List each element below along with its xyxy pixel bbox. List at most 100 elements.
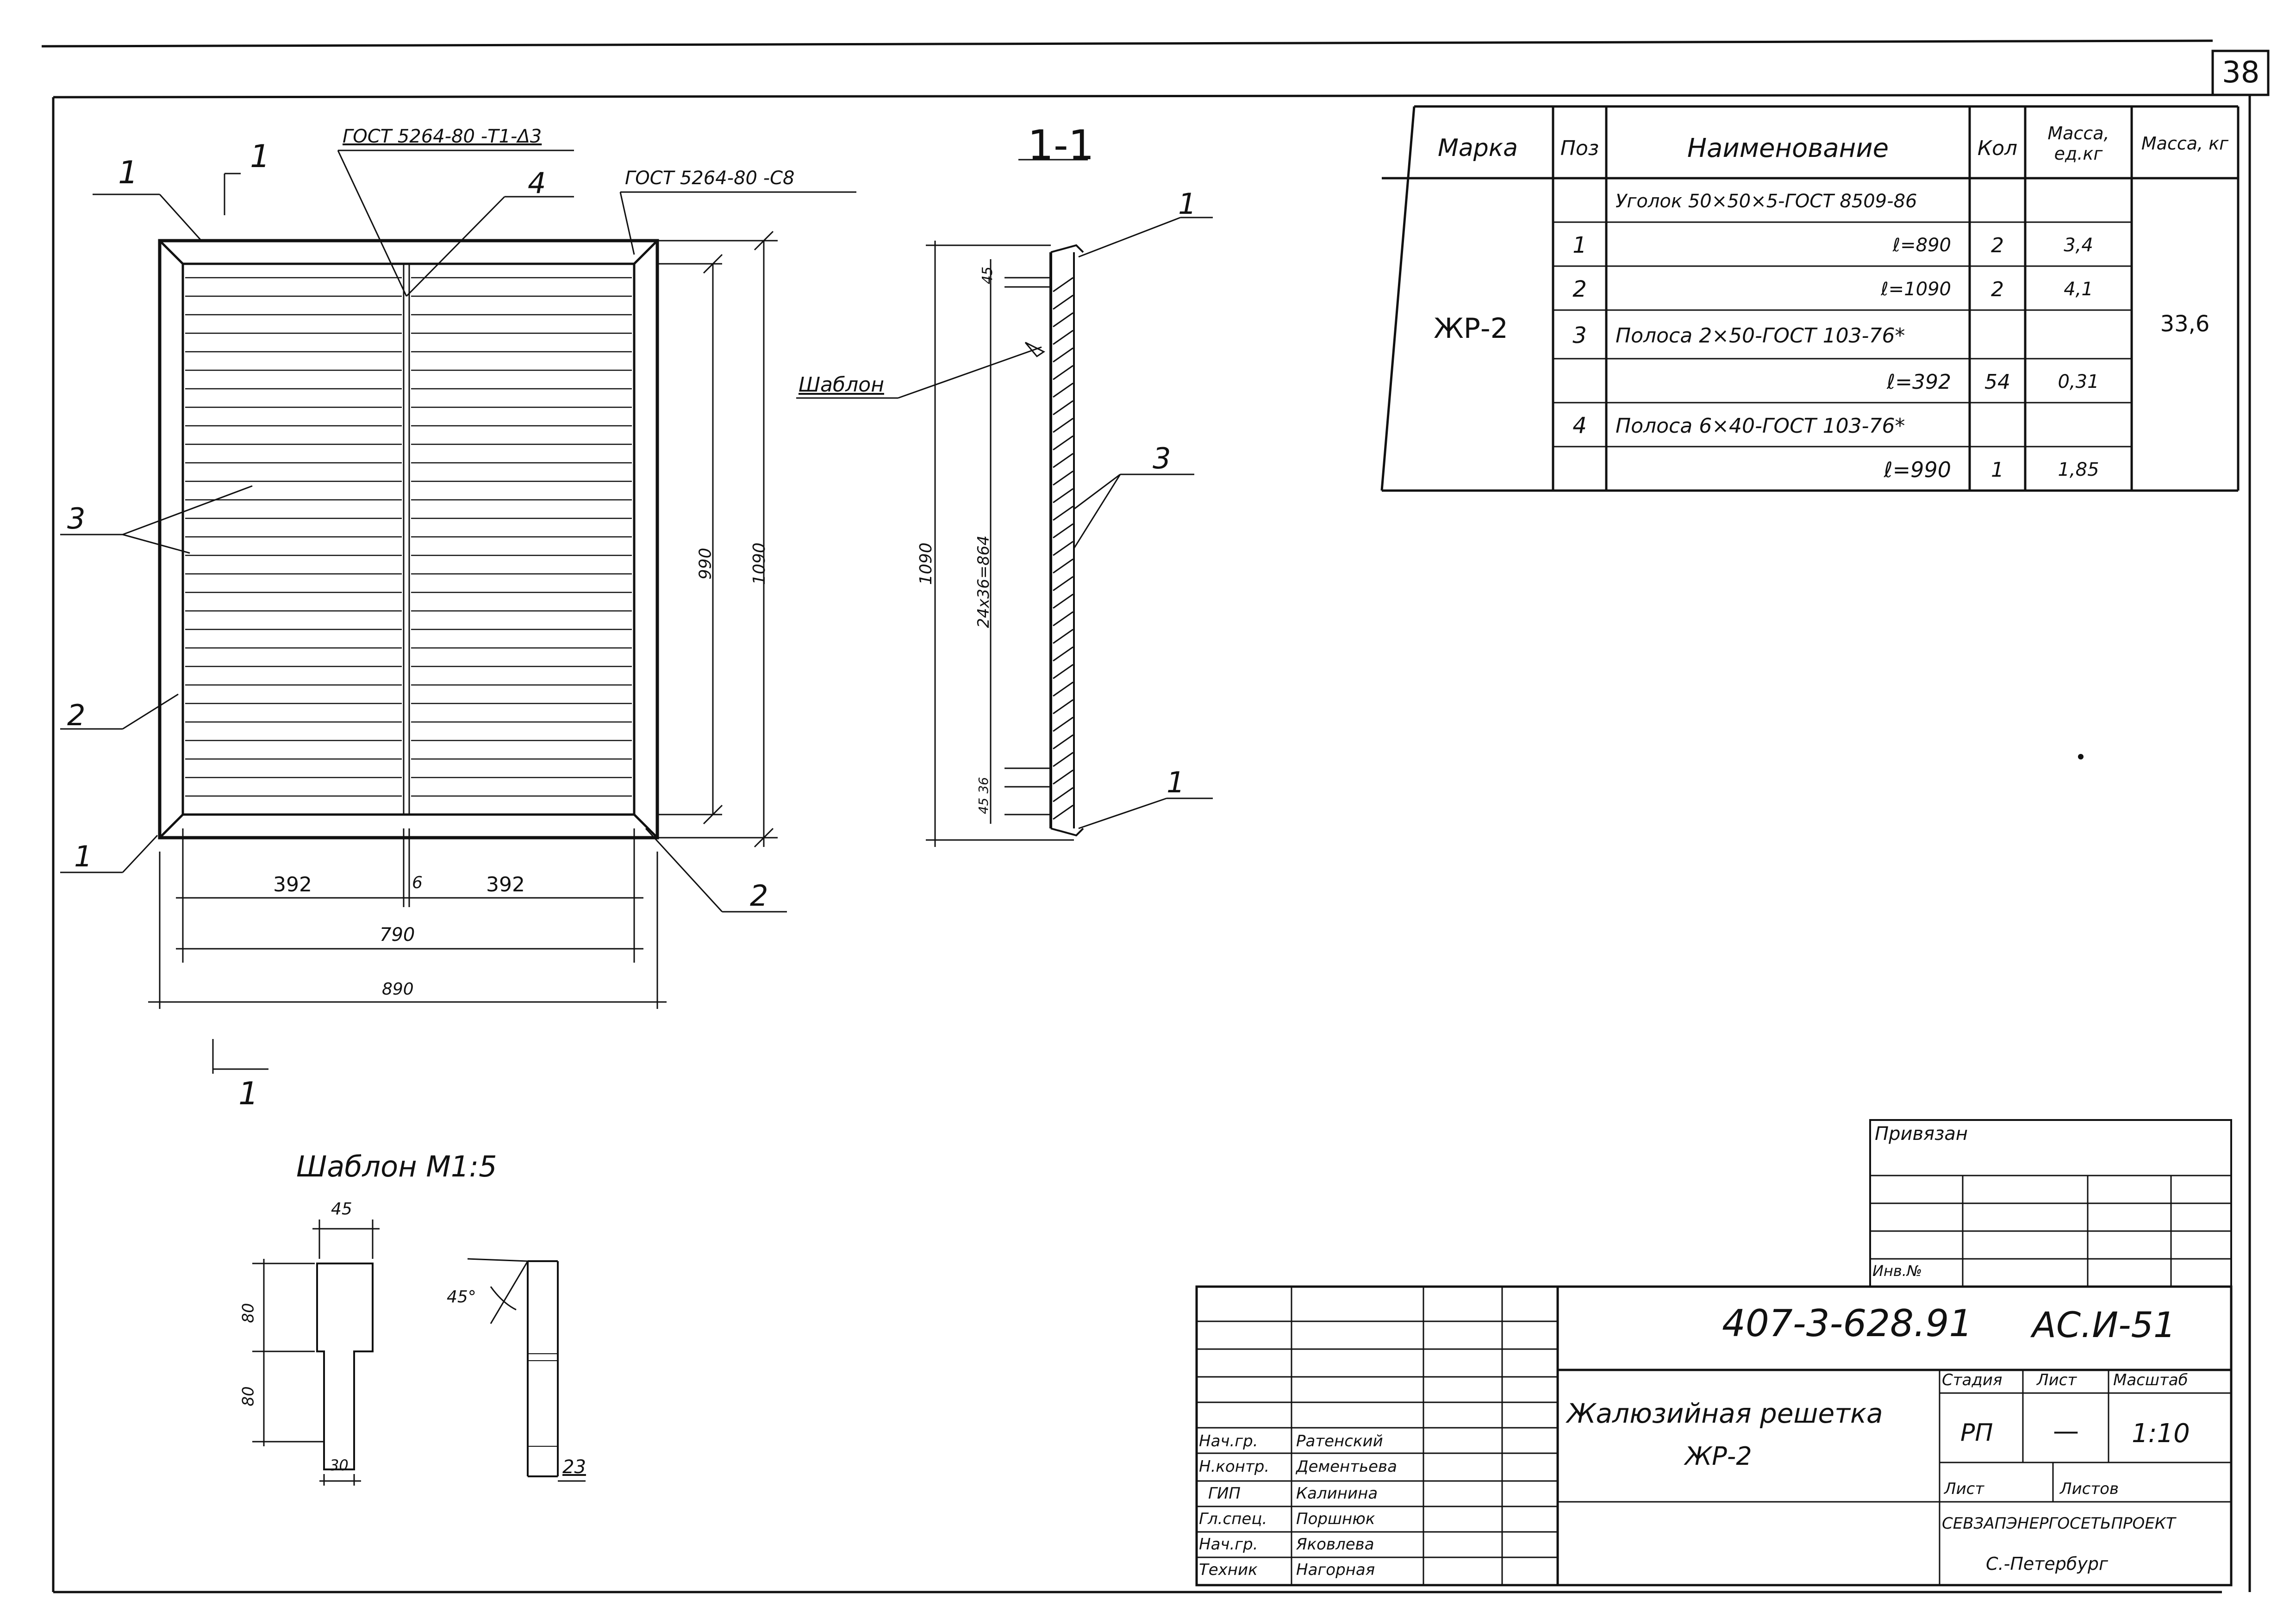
tb-title-line2: ЖР-2 (1685, 1442, 1752, 1471)
hatch-line (1053, 417, 1073, 433)
tb-privyazan: Привязан (1875, 1123, 1968, 1145)
section-template-label: Шаблон (799, 373, 884, 397)
spec-row-name: ℓ=990 (1884, 457, 1951, 482)
signature-role: Техник (1199, 1561, 1258, 1579)
hatch-line (1053, 681, 1073, 697)
hatch-line (1053, 294, 1073, 310)
sheet-number: 38 (2222, 56, 2260, 90)
spec-row-qty: 1 (1991, 458, 2004, 482)
hatch-line (1053, 312, 1073, 328)
spec-header-unit-mass: Масса, ед.кг (2047, 123, 2109, 164)
template-drawing (252, 1220, 586, 1486)
section-dim-bottom: 45 36 (976, 777, 992, 815)
spec-total-mass: 33,6 (2160, 311, 2210, 337)
plan-callout-pos1-bottom: 1 (74, 840, 93, 873)
tb-org: СЕВЗАПЭНЕРГОСЕТЬПРОЕКТ (1942, 1514, 2176, 1533)
spec-table-grid (1380, 105, 2240, 492)
spec-row-pos: 1 (1572, 232, 1587, 258)
section-callout-pos3: 3 (1153, 442, 1171, 475)
spec-row-name: ℓ=1090 (1881, 279, 1951, 300)
hatch-line (1053, 716, 1073, 732)
signature-name: Яковлева (1296, 1535, 1374, 1554)
hatch-line (1053, 505, 1073, 521)
dim-outer-height: 1090 (749, 542, 769, 585)
dim-outer-width: 890 (382, 980, 414, 999)
plan-callout-pos4: 4 (528, 166, 546, 200)
spec-row-mass: 0,31 (2058, 371, 2099, 392)
template-title: Шаблон М1:5 (296, 1150, 497, 1183)
spec-row-qty: 2 (1991, 233, 2004, 257)
hatch-line (1053, 576, 1073, 591)
hatch-line (1053, 734, 1073, 750)
tb-scale: 1:10 (2132, 1419, 2190, 1449)
signature-name: Нагорная (1296, 1561, 1375, 1579)
hatch-line (1053, 541, 1073, 556)
section-hatch (1053, 277, 1073, 820)
plan-slats (185, 277, 632, 797)
hatch-line (1053, 611, 1073, 627)
hatch-line (1053, 699, 1073, 715)
hatch-line (1053, 347, 1073, 363)
hatch-line (1053, 330, 1073, 345)
tb-sheet-header: Лист (2037, 1371, 2077, 1389)
spec-row-name: ℓ=392 (1886, 370, 1951, 394)
hatch-line (1053, 365, 1073, 380)
tb-title-line1: Жалюзийная решетка (1567, 1398, 1883, 1429)
section-title: 1-1 (1028, 121, 1094, 169)
dim-right-width: 392 (486, 873, 525, 896)
plan-callout-pos2-left: 2 (67, 698, 86, 732)
tb-stage: РП (1960, 1419, 1993, 1447)
hatch-line (1053, 470, 1073, 486)
hatch-line (1053, 664, 1073, 679)
spec-mark: ЖР-2 (1434, 312, 1508, 345)
hatch-line (1053, 523, 1073, 539)
spec-row-name: Уголок 50×50×5-ГОСТ 8509-86 (1616, 191, 1917, 212)
title-block-grid (1195, 1119, 2233, 1587)
signature-name: Ратенский (1296, 1432, 1383, 1450)
signature-role: Гл.спец. (1199, 1510, 1267, 1528)
tb-stage-header: Стадия (1942, 1371, 2003, 1389)
tb-scale-header: Масштаб (2113, 1371, 2188, 1389)
hatch-line (1053, 488, 1073, 504)
hatch-line (1053, 382, 1073, 398)
hatch-line (1053, 593, 1073, 609)
template-dim-h2: 80 (239, 1386, 258, 1406)
plan-dimension-lines (148, 230, 778, 1009)
sheet-number-box (2211, 50, 2270, 96)
section-dim-top: 45 (980, 266, 996, 285)
hatch-line (1053, 453, 1073, 468)
hatch-line (1053, 752, 1073, 767)
hatch-line (1053, 628, 1073, 644)
signature-name: Поршнюк (1296, 1510, 1375, 1528)
spec-header-qty: Кол (1977, 136, 2018, 160)
template-dim-h1: 80 (239, 1303, 258, 1323)
spec-row-pos (1553, 180, 1606, 222)
plan-callout-pos3: 3 (67, 502, 86, 535)
section-dim-height: 1090 (916, 542, 936, 585)
hatch-line (1053, 804, 1073, 820)
hatch-line (1053, 277, 1073, 292)
signature-role: Нач.гр. (1199, 1432, 1258, 1450)
plan-section-mark-bottom: 1 (238, 1076, 259, 1112)
plan-callout-pos2-bottom: 2 (750, 879, 768, 913)
signature-role: Н.контр. (1199, 1457, 1270, 1476)
spec-header-mark: Марка (1437, 134, 1518, 162)
plan-weld-callout-1: ГОСТ 5264-80 -Т1-Δ3 (343, 126, 542, 147)
spec-row-mass: 4,1 (2064, 279, 2093, 300)
tb-list-label: Лист (1944, 1480, 1984, 1498)
dim-inner-height: 990 (696, 548, 715, 580)
hatch-line (1053, 400, 1073, 416)
spec-row-mass: 1,85 (2058, 459, 2099, 480)
spec-header-mass: Масса, кг (2141, 133, 2229, 154)
signature-name: Дементьева (1296, 1457, 1397, 1476)
spec-row-qty: 54 (1984, 370, 2010, 394)
spec-row-pos: 4 (1572, 413, 1587, 439)
spec-row-pos (1553, 449, 1606, 491)
template-dim-bottom: 30 (330, 1456, 349, 1474)
hatch-line (1053, 646, 1073, 662)
section-callout-pos1-top: 1 (1178, 187, 1197, 221)
spec-row-pos (1553, 361, 1606, 403)
signature-name: Калинина (1296, 1484, 1378, 1503)
section-dim-slats: 24х36=864 (974, 535, 993, 628)
spec-header-pos: Поз (1560, 136, 1599, 160)
